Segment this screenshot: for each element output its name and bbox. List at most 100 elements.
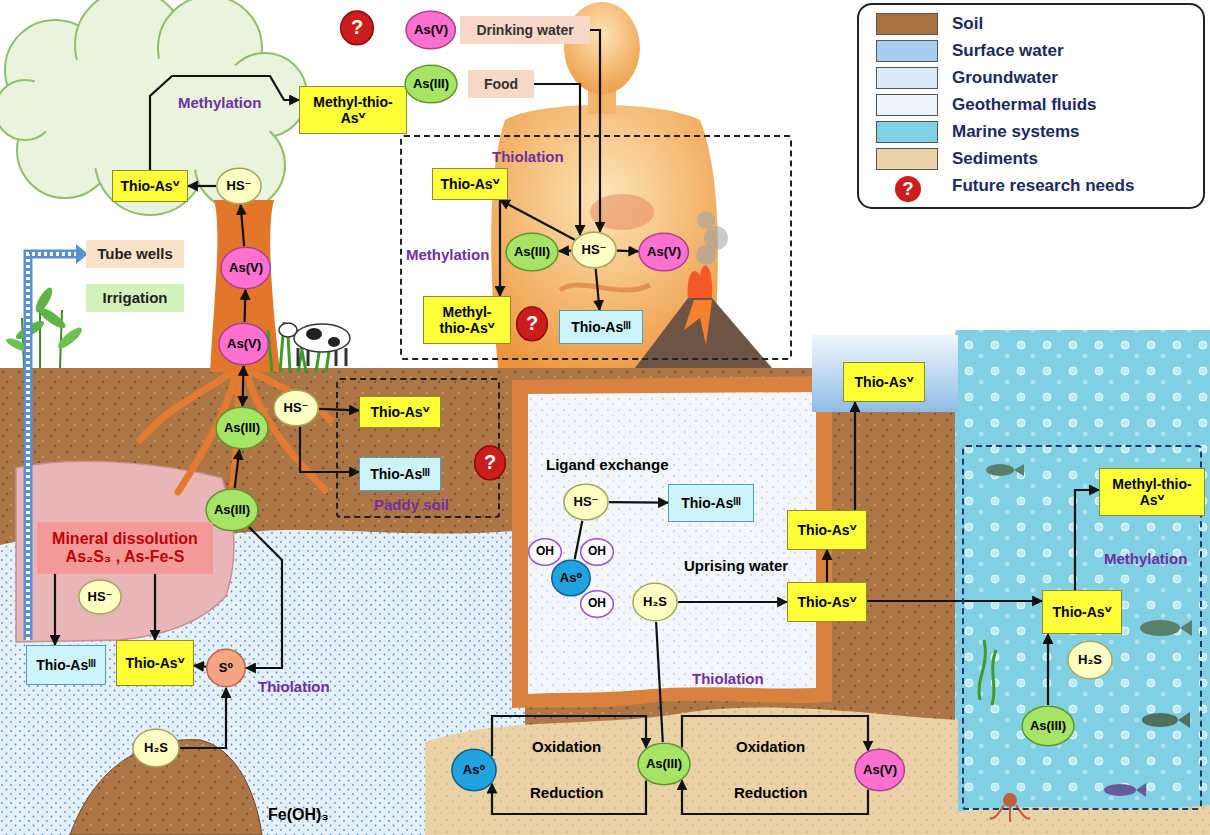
circle-shape xyxy=(207,649,245,687)
node-text: Thio-Asᴵᴵᴵ xyxy=(681,495,741,511)
cow xyxy=(328,337,340,347)
sulfide-circle: HS⁻ xyxy=(78,579,122,615)
tube-well-flow xyxy=(28,254,78,640)
arsenate-circle: As(V) xyxy=(218,322,269,366)
marine-life xyxy=(1180,620,1192,636)
legend-question-icon: ? xyxy=(895,176,921,202)
node-text: Thio-Asⱽ xyxy=(126,655,185,671)
thio-arsenate-box: Methyl-thio-Asⱽ xyxy=(423,296,511,344)
node-text: Drinking water xyxy=(476,22,573,38)
sediment-mound xyxy=(70,740,262,835)
thio-arsenate-box: Thio-Asⱽ xyxy=(1042,590,1122,634)
sediments xyxy=(425,708,958,835)
edge-label: Reduction xyxy=(734,784,807,801)
node-text: ? xyxy=(351,16,363,39)
process-label: Thiolation xyxy=(258,678,330,695)
arrow-connector xyxy=(1075,490,1099,590)
circle-shape xyxy=(452,749,496,790)
node-text: Thio-Asⱽ xyxy=(1053,604,1112,620)
hydroxyl-circle: OH xyxy=(580,590,614,618)
sulfide-circle: HS⁻ xyxy=(273,389,319,427)
marine-life xyxy=(990,805,1030,822)
node-text: As(III) xyxy=(224,421,260,436)
arrow-connector xyxy=(678,601,787,603)
legend-swatch xyxy=(876,67,938,89)
circle-shape xyxy=(405,65,457,103)
marine-life xyxy=(1014,464,1024,476)
arrow-connector xyxy=(244,290,247,322)
process-label: Methylation xyxy=(178,94,261,111)
circle-shape xyxy=(581,591,614,617)
arrow-connector xyxy=(596,269,600,310)
cow xyxy=(306,328,322,340)
hydroxyl-circle: OH xyxy=(528,538,562,566)
node-text: Thio-Asᴵᴵᴵ xyxy=(571,319,631,335)
thio-arsenite-box: Thio-Asᴵᴵᴵ xyxy=(668,484,754,522)
node-text: HS⁻ xyxy=(88,590,113,605)
node-text: H₂S xyxy=(1078,653,1102,668)
circle-shape xyxy=(79,580,121,614)
circle-shape xyxy=(639,233,688,271)
marine-life xyxy=(979,464,1192,822)
circle-shape xyxy=(1022,706,1074,745)
thio-arsenate-box: Methyl-thio-Asⱽ xyxy=(299,86,407,134)
node-text: Thio-Asⱽ xyxy=(441,176,500,192)
roots xyxy=(140,372,330,492)
node-text: Methyl-thio-Asⱽ xyxy=(306,94,400,126)
arrow-connector xyxy=(180,688,226,748)
node-text: S⁰ xyxy=(219,661,233,676)
region-label: Paddy soil xyxy=(374,496,449,513)
thio-arsenite-box: Thio-Asᴵᴵᴵ xyxy=(26,645,106,685)
thio-arsenate-box: Thio-Asⱽ xyxy=(787,582,867,622)
sulfide-circle: H₂S xyxy=(1067,640,1113,680)
sulfide-circle: H₂S xyxy=(632,582,678,622)
arrow-connector xyxy=(194,665,206,668)
arsenite-circle: As(III) xyxy=(215,406,269,450)
node-text: Thio-Asᴵᴵᴵ xyxy=(370,466,430,482)
dashed-region: ThiolationMethylationThio-AsⱽAs(III)HS⁻A… xyxy=(400,135,792,360)
node-text: As(III) xyxy=(1030,719,1066,734)
arrow-connector xyxy=(617,250,638,253)
circle-shape xyxy=(216,407,268,448)
thio-arsenite-box: Thio-Asᴵᴵᴵ xyxy=(359,457,441,491)
marine-water xyxy=(955,330,1210,835)
node-text: Methyl-thio-Asⱽ xyxy=(430,304,504,336)
thio-arsenate-box: Thio-Asⱽ xyxy=(787,510,867,550)
human-figure xyxy=(560,285,650,290)
arrow-connector xyxy=(150,76,299,170)
marine-life xyxy=(1178,712,1190,728)
region-label: Methylation xyxy=(1104,550,1187,567)
legend-text: Sediments xyxy=(952,149,1038,169)
volcano xyxy=(635,298,772,368)
soil-layer xyxy=(0,368,958,835)
sulfide-circle: H₂S xyxy=(132,728,180,768)
arrow-connector xyxy=(241,205,245,246)
marine-life xyxy=(1140,620,1180,636)
node-text: HS⁻ xyxy=(574,495,599,510)
volcano xyxy=(688,266,713,298)
tree-canopy-fill xyxy=(30,50,275,170)
region-label: Thiolation xyxy=(492,148,564,165)
region-label: Methylation xyxy=(406,246,489,263)
arrow-connector xyxy=(243,366,244,406)
arrow-connector xyxy=(492,780,646,814)
node-text: As(III) xyxy=(514,245,550,260)
circle-shape xyxy=(217,168,261,204)
legend-text: Future research needs xyxy=(952,176,1134,196)
circle-shape xyxy=(581,539,614,565)
node-text: As(III) xyxy=(413,77,449,92)
node-text: OH xyxy=(536,545,554,559)
legend-swatch xyxy=(876,40,938,62)
arsenite-circle: As(III) xyxy=(1021,705,1075,747)
circle-shape xyxy=(552,560,590,596)
circle-shape xyxy=(274,390,318,426)
thio-arsenate-box: Thio-Asⱽ xyxy=(359,396,441,428)
crop-plants xyxy=(33,285,56,314)
arsenite-circle: As(III) xyxy=(505,232,559,272)
node-text: HS⁻ xyxy=(227,179,252,194)
volcano xyxy=(684,300,712,345)
crop-plants xyxy=(55,325,84,352)
legend-swatch xyxy=(876,148,938,170)
dashed-region: Paddy soilThio-Asⱽ?Thio-Asᴵᴵᴵ xyxy=(336,378,500,518)
thio-arsenate-box: Thio-Asⱽ xyxy=(843,362,925,402)
